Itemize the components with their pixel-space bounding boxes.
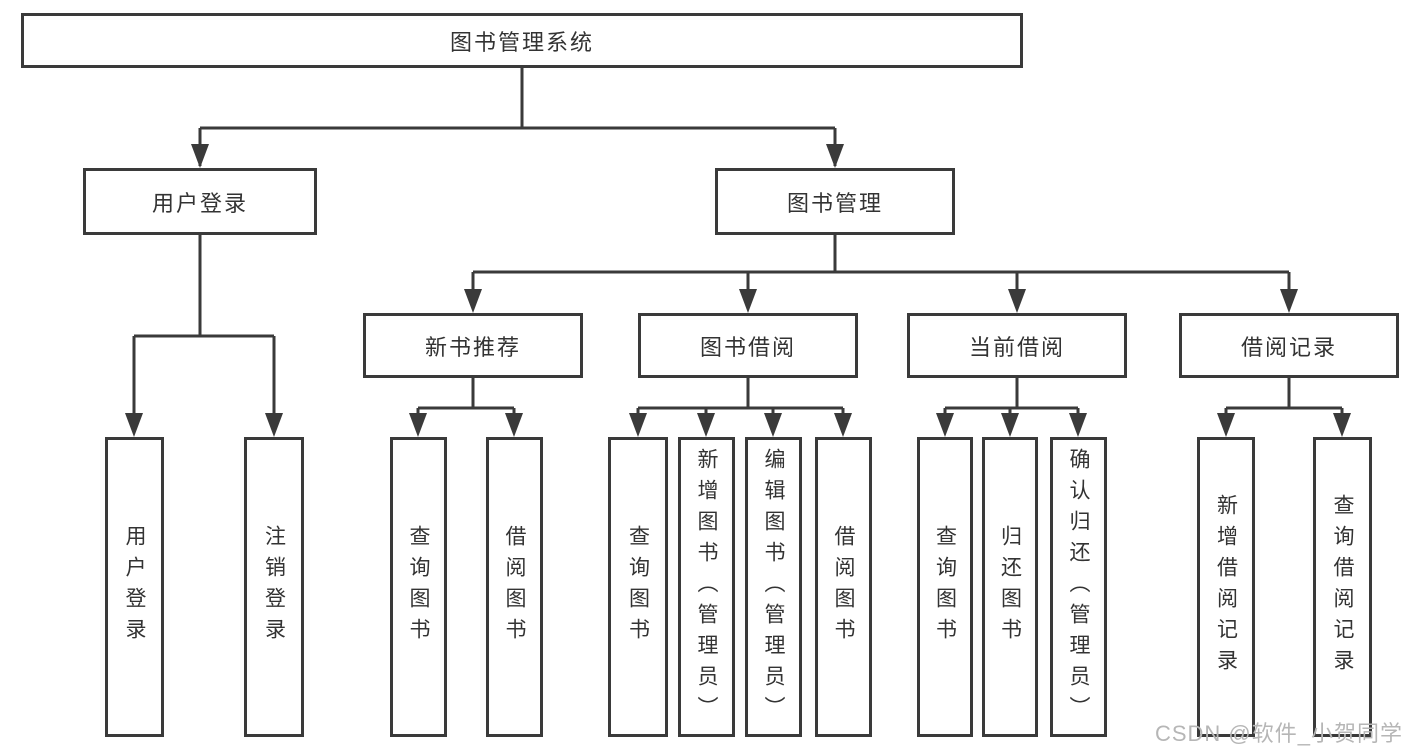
arrow-down-icon bbox=[1069, 413, 1087, 437]
arrow-down-icon bbox=[1217, 413, 1235, 437]
node-book-borrowing: 图书借阅 bbox=[638, 313, 858, 378]
node-label: 借阅记录 bbox=[1240, 334, 1337, 360]
node-label: 用户登录 bbox=[151, 190, 248, 216]
node-label: 查询图书 bbox=[626, 525, 650, 649]
node-leaf-query-books-1: 查询图书 bbox=[390, 437, 447, 737]
arrow-down-icon bbox=[265, 413, 283, 437]
arrow-down-icon bbox=[1333, 413, 1351, 437]
node-book-management: 图书管理 bbox=[715, 168, 955, 235]
arrow-down-icon bbox=[1280, 289, 1298, 313]
node-label: 借阅图书 bbox=[503, 525, 526, 649]
node-label: 查询借阅记录 bbox=[1331, 494, 1354, 680]
node-label: 当前借阅 bbox=[968, 334, 1065, 360]
node-label: 归还图书 bbox=[998, 525, 1022, 649]
connector-book-borrow-children bbox=[636, 378, 845, 433]
arrow-down-icon bbox=[834, 413, 852, 437]
node-new-book-recommendation: 新书推荐 bbox=[363, 313, 583, 378]
arrow-down-icon bbox=[764, 413, 782, 437]
node-label: 借阅图书 bbox=[832, 525, 855, 649]
node-leaf-user-login: 用户登录 bbox=[105, 437, 164, 737]
arrow-down-icon bbox=[936, 413, 954, 437]
node-leaf-query-books-3: 查询图书 bbox=[917, 437, 973, 737]
connector-book-mgmt-children bbox=[471, 235, 1291, 309]
connector-borrow-record-children bbox=[1224, 378, 1344, 433]
node-leaf-add-borrow-record: 新增借阅记录 bbox=[1197, 437, 1255, 737]
node-label: 编辑图书（管理员） bbox=[762, 447, 785, 727]
arrow-down-icon bbox=[125, 413, 143, 437]
csdn-watermark: CSDN @软件_小贺同学 bbox=[1154, 721, 1403, 746]
arrow-down-icon bbox=[1001, 413, 1019, 437]
node-label: 新增图书（管理员） bbox=[695, 447, 718, 727]
connector-new-book-children bbox=[416, 378, 516, 433]
node-label: 图书管理系统 bbox=[449, 29, 594, 55]
node-label: 图书借阅 bbox=[699, 334, 796, 360]
node-user-login: 用户登录 bbox=[83, 168, 317, 235]
arrow-down-icon bbox=[191, 144, 209, 168]
arrow-down-icon bbox=[739, 289, 757, 313]
arrow-down-icon bbox=[464, 289, 482, 313]
node-label: 查询图书 bbox=[933, 525, 957, 649]
node-library-management-system: 图书管理系统 bbox=[21, 13, 1023, 68]
connector-root-to-level2 bbox=[198, 68, 837, 166]
arrow-down-icon bbox=[505, 413, 523, 437]
node-label: 新增借阅记录 bbox=[1214, 494, 1238, 680]
node-label: 图书管理 bbox=[786, 190, 883, 216]
node-leaf-logout: 注销登录 bbox=[244, 437, 304, 737]
arrow-down-icon bbox=[1008, 289, 1026, 313]
node-leaf-edit-book-admin: 编辑图书（管理员） bbox=[745, 437, 802, 737]
arrow-down-icon bbox=[697, 413, 715, 437]
connector-user-login-children bbox=[132, 235, 276, 433]
node-label: 注销登录 bbox=[262, 525, 286, 649]
node-borrowing-records: 借阅记录 bbox=[1179, 313, 1399, 378]
arrow-down-icon bbox=[409, 413, 427, 437]
node-current-borrowing: 当前借阅 bbox=[907, 313, 1127, 378]
node-leaf-borrow-books-2: 借阅图书 bbox=[815, 437, 872, 737]
arrow-down-icon bbox=[629, 413, 647, 437]
arrow-down-icon bbox=[826, 144, 844, 168]
node-leaf-return-books: 归还图书 bbox=[982, 437, 1038, 737]
node-leaf-query-borrow-record: 查询借阅记录 bbox=[1313, 437, 1372, 737]
node-label: 新书推荐 bbox=[424, 334, 521, 360]
node-leaf-borrow-books-1: 借阅图书 bbox=[486, 437, 543, 737]
node-leaf-confirm-return-admin: 确认归还（管理员） bbox=[1050, 437, 1107, 737]
node-label: 确认归还（管理员） bbox=[1067, 447, 1090, 727]
node-label: 查询图书 bbox=[407, 525, 430, 649]
arrowheads bbox=[125, 144, 1351, 437]
node-label: 用户登录 bbox=[123, 525, 146, 649]
node-leaf-query-books-2: 查询图书 bbox=[608, 437, 668, 737]
node-leaf-add-book-admin: 新增图书（管理员） bbox=[678, 437, 735, 737]
